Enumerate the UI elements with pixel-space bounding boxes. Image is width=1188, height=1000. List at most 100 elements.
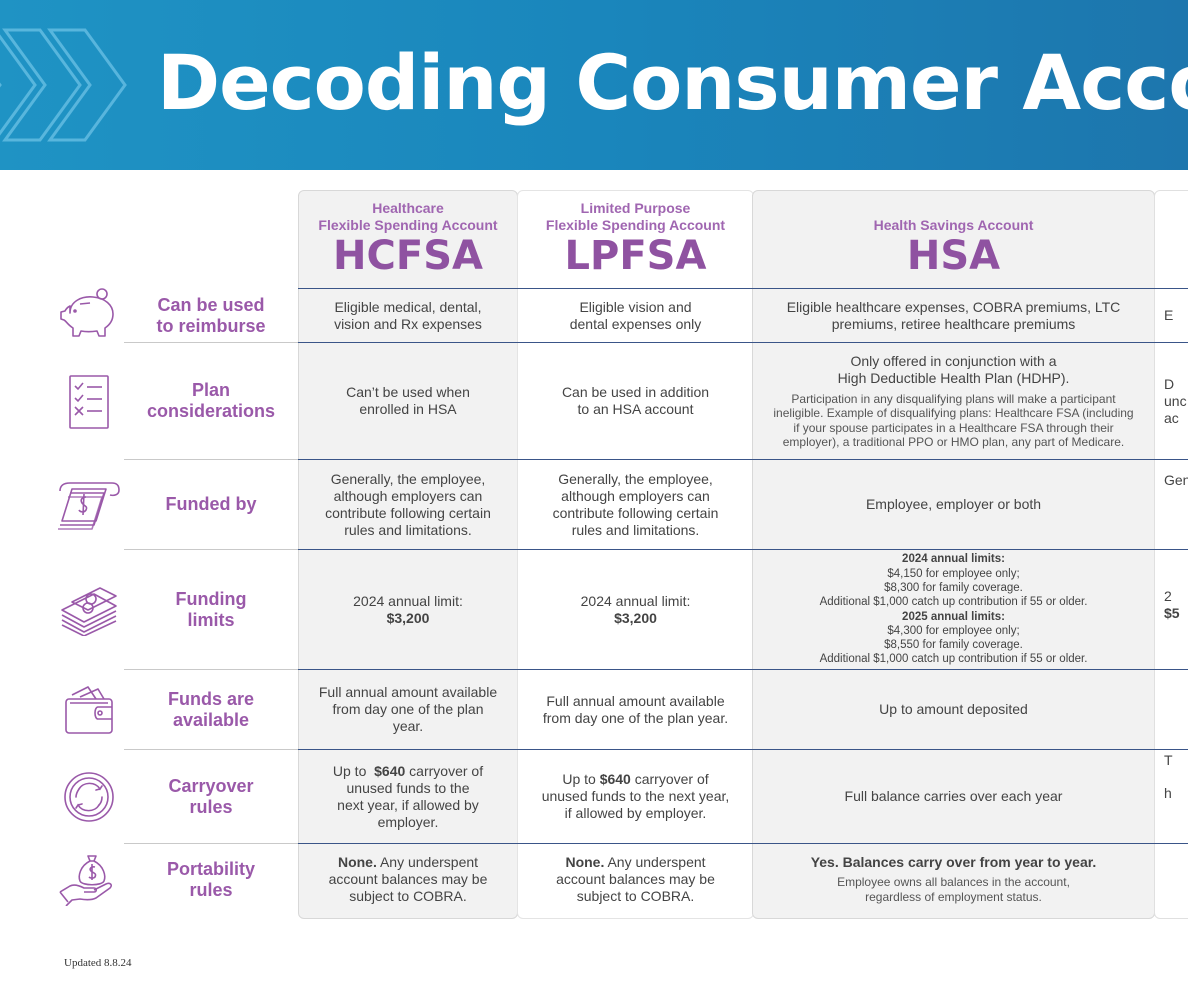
cell-note-line: Employee owns all balances in the accoun… — [837, 875, 1070, 889]
cell-note-line: $4,300 for employee only; — [887, 624, 1020, 637]
row-label-line: Carryover — [168, 775, 254, 796]
cell-line: Employee, employer or both — [865, 496, 1042, 512]
cell-line: Can be used in addition — [561, 384, 710, 400]
row-label-line: Funded by — [165, 494, 257, 514]
cell-note-line: Participation in any disqualifying plans… — [791, 391, 1116, 406]
row-divider — [298, 342, 1188, 343]
cell-line: Eligible vision and — [579, 298, 692, 315]
cell-bold: None. — [337, 854, 377, 870]
cell-line: from day one of the plan year. — [542, 709, 729, 726]
cell-note-line: $4,150 for employee only; — [887, 567, 1020, 580]
cell-line: although employers can — [561, 487, 710, 504]
row-label-line: Plan — [191, 380, 230, 400]
row-label-line: to reimburse — [156, 315, 266, 336]
hcfsa-header: Healthcare Flexible Spending Account HCF… — [298, 200, 518, 278]
cell-line: although employers can — [333, 487, 483, 504]
cell-line: $5 — [1164, 605, 1180, 621]
cell-reimburse-lpfsa: Eligible vision and dental expenses only — [517, 289, 754, 342]
cell-line: if allowed by employer. — [564, 805, 707, 821]
cell-portability-hsa: Yes. Balances carry over from year to ye… — [752, 844, 1155, 916]
header-banner: Decoding Consumer Accoun — [0, 0, 1188, 170]
cell-line: T — [1164, 752, 1173, 768]
cell-note-line: ineligible. Example of disqualifying pla… — [773, 406, 1134, 420]
label-divider — [124, 843, 298, 844]
cell-line: dental expenses only — [569, 315, 702, 332]
cell-line: employer. — [377, 813, 439, 830]
cell-line: Can’t be used when — [346, 384, 470, 400]
cell-line: Full annual amount available — [318, 684, 498, 700]
cell-amount: $3,200 — [614, 609, 657, 626]
cash-hand-icon — [58, 482, 120, 530]
hsa-header-sub: Health Savings Account — [873, 217, 1034, 233]
hcfsa-column-panel — [298, 190, 518, 919]
hcfsa-header-sub2: Flexible Spending Account — [318, 217, 498, 233]
cell-line: Eligible healthcare expenses, COBRA prem… — [786, 298, 1121, 315]
row-label-line: rules — [189, 880, 233, 900]
cell-funded-hcfsa: Generally, the employee, although employ… — [298, 460, 518, 549]
row-label-funded: Funded by — [124, 460, 298, 549]
row-label-line: Funds are — [167, 688, 255, 709]
cell-line: rules and limitations. — [344, 521, 472, 538]
lpfsa-header-abbr: LPFSA — [564, 233, 707, 279]
cell-funded-next: Gen — [1154, 460, 1188, 500]
cell-line: 2024 annual limit: — [353, 592, 463, 609]
cell-text: Any underspent — [604, 854, 706, 870]
cell-funded-lpfsa: Generally, the employee, although employ… — [517, 460, 754, 549]
hcfsa-header-abbr: HCFSA — [333, 233, 483, 279]
row-label-line: Portability — [166, 859, 255, 879]
cell-line: D — [1164, 375, 1175, 392]
cell-amount: $640 — [599, 771, 631, 787]
cell-line: Only offered in conjunction with a — [850, 352, 1057, 369]
next-column-panel — [1154, 190, 1188, 919]
cell-note-line: Additional $1,000 catch up contribution … — [819, 653, 1088, 666]
cell-portability-lpfsa: None. Any underspent account balances ma… — [517, 844, 754, 916]
cell-line: ac — [1164, 409, 1179, 426]
label-divider — [124, 669, 298, 670]
row-divider — [298, 549, 1188, 550]
page-title: Decoding Consumer Accoun — [157, 38, 1188, 127]
row-divider — [298, 843, 1188, 844]
cell-line: Generally, the employee, — [558, 470, 713, 487]
piggy-bank-icon — [60, 288, 114, 337]
row-divider — [298, 459, 1188, 460]
cell-limits-hcfsa: 2024 annual limit: $3,200 — [298, 550, 518, 669]
cell-line: year. — [392, 718, 424, 734]
cell-line: h — [1164, 785, 1172, 801]
hsa-column-panel — [752, 190, 1155, 919]
updated-date: Updated 8.8.24 — [64, 957, 132, 969]
hsa-header-abbr: HSA — [906, 233, 1001, 279]
cell-subhead: 2025 annual limits: — [902, 610, 1005, 623]
cell-carryover-lpfsa: Up to $640 carryover of unused funds to … — [517, 750, 754, 843]
cell-subhead: 2024 annual limits: — [902, 553, 1005, 566]
cell-reimburse-next: E — [1154, 289, 1188, 342]
row-label-line: rules — [189, 796, 233, 817]
cell-line: next year, if allowed by — [337, 796, 479, 813]
cell-plan-hsa: Only offered in conjunction with a High … — [752, 343, 1155, 459]
lpfsa-column-panel — [517, 190, 754, 919]
cell-note-line: $8,300 for family coverage. — [884, 581, 1023, 594]
cell-plan-lpfsa: Can be used in addition to an HSA accoun… — [517, 343, 754, 459]
cell-line: Generally, the employee, — [330, 470, 486, 487]
cell-plan-next: D unc ac — [1154, 343, 1188, 459]
cell-limits-hsa: 2024 annual limits: $4,150 for employee … — [752, 550, 1155, 669]
label-divider — [124, 342, 298, 343]
recycle-arrows-icon — [64, 772, 114, 822]
cell-line: Up to $640 carryover of — [333, 763, 483, 780]
cell-available-hcfsa: Full annual amount available from day on… — [298, 670, 518, 749]
cell-available-lpfsa: Full annual amount available from day on… — [517, 670, 754, 749]
cell-line: 2024 annual limit: — [580, 592, 691, 609]
label-divider — [124, 459, 298, 460]
cell-line: unused funds to the — [346, 779, 470, 796]
cell-limits-lpfsa: 2024 annual limit: $3,200 — [517, 550, 754, 669]
cell-line: subject to COBRA. — [349, 888, 467, 904]
cell-line: account balances may be — [328, 871, 488, 887]
cell-text: Up to — [562, 771, 600, 787]
cell-line: Full annual amount available — [546, 692, 725, 709]
cell-note-line: $8,550 for family coverage. — [884, 639, 1023, 652]
cell-line: None. Any underspent — [565, 854, 705, 871]
